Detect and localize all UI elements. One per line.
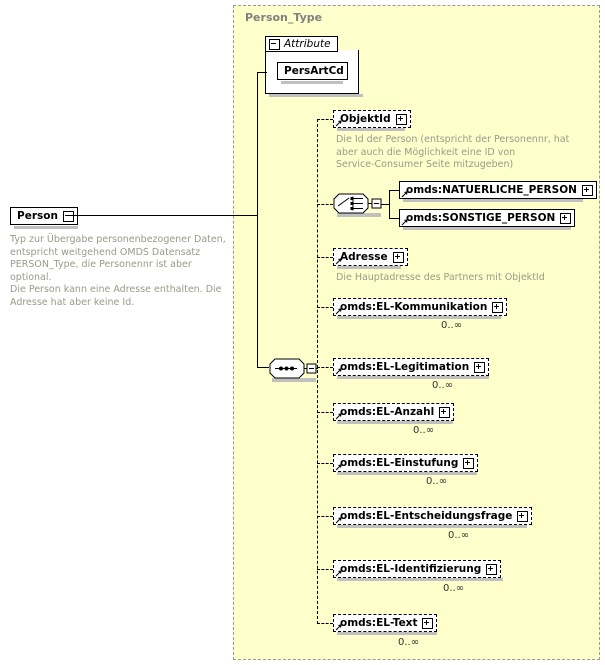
person-annotation: Typ zur Übergabe personenbezogener Daten… — [10, 234, 226, 308]
einstufung-shadow — [337, 472, 477, 475]
attribute-persartcd[interactable]: PersArtCd — [277, 62, 348, 80]
natuerliche-person-shadow — [403, 199, 583, 202]
element-el-einstufung[interactable]: omds:EL-Einstufung — [333, 454, 479, 472]
plus-icon[interactable] — [422, 617, 434, 629]
plus-icon[interactable] — [463, 457, 475, 469]
objektid-shadow — [337, 128, 405, 131]
connector-bus-legitimation — [317, 367, 333, 368]
minus-icon[interactable] — [62, 210, 74, 222]
plus-icon[interactable] — [581, 184, 593, 196]
connector-spine-vertical — [257, 72, 258, 367]
element-adresse[interactable]: Adresse — [333, 248, 408, 266]
connector-bus-einstufung — [317, 463, 333, 464]
element-el-entscheidungsfrage[interactable]: omds:EL-Entscheidungsfrage — [333, 507, 533, 525]
plus-icon[interactable] — [492, 301, 504, 313]
element-el-legitimation[interactable]: omds:EL-Legitimation — [333, 358, 490, 376]
attribute-group-header[interactable]: Attribute — [265, 36, 338, 52]
choice-node-shadow — [337, 213, 381, 217]
element-sonstige-person[interactable]: omds:SONSTIGE_PERSON — [399, 209, 576, 227]
person-type-container — [233, 5, 600, 660]
connector-choice-to-sonstige — [389, 218, 399, 219]
element-person-label: Person — [17, 209, 58, 222]
sonstige-person-shadow — [403, 227, 571, 230]
connector-choice-to-natuerliche — [389, 190, 399, 191]
element-person[interactable]: Person — [10, 207, 78, 225]
entscheidungsfrage-shadow — [337, 525, 527, 528]
legitimation-cardinality: 0..∞ — [432, 380, 454, 391]
entscheidungsfrage-cardinality: 0..∞ — [448, 530, 470, 541]
attribute-persartcd-label: PersArtCd — [284, 64, 344, 77]
element-el-kommunikation-label: omds:EL-Kommunikation — [340, 300, 488, 313]
el-text-shadow — [337, 632, 437, 635]
element-el-anzahl-label: omds:EL-Anzahl — [340, 405, 435, 418]
sequence-node-shadow — [272, 378, 316, 382]
connector-bus-choice — [317, 204, 333, 205]
connector-bus-anzahl — [317, 412, 333, 413]
legitimation-shadow — [337, 376, 489, 379]
attribute-panel-shadow — [269, 94, 363, 97]
connector-spine-to-attribute — [257, 72, 267, 73]
plus-icon[interactable] — [439, 406, 451, 418]
element-el-identifizierung-label: omds:EL-Identifizierung — [340, 562, 482, 575]
attribute-group-label: Attribute — [284, 37, 331, 50]
element-el-text-label: omds:EL-Text — [340, 616, 418, 629]
anzahl-cardinality: 0..∞ — [413, 425, 435, 436]
element-natuerliche-person[interactable]: omds:NATUERLICHE_PERSON — [399, 181, 597, 199]
adresse-annotation: Die Hauptadresse des Partners mit Objekt… — [336, 272, 545, 283]
element-objektid-label: ObjektId — [340, 112, 391, 125]
element-el-identifizierung[interactable]: omds:EL-Identifizierung — [333, 560, 502, 578]
element-el-entscheidungsfrage-label: omds:EL-Entscheidungsfrage — [340, 509, 513, 522]
plus-icon[interactable] — [486, 563, 498, 575]
objektid-annotation: Die Id der Person (entspricht der Person… — [336, 134, 570, 170]
kommunikation-cardinality: 0..∞ — [441, 320, 463, 331]
connector-bus-adresse — [317, 257, 333, 258]
connector-bus-kommunikation — [317, 307, 333, 308]
element-objektid[interactable]: ObjektId — [333, 110, 411, 128]
element-el-einstufung-label: omds:EL-Einstufung — [340, 456, 459, 469]
persartcd-shadow — [281, 81, 343, 84]
connector-bus-entscheidungsfrage — [317, 516, 333, 517]
plus-icon[interactable] — [517, 510, 529, 522]
connector-sequence-bus — [317, 119, 318, 624]
plus-icon[interactable] — [395, 113, 407, 125]
element-sonstige-person-label: omds:SONSTIGE_PERSON — [406, 211, 556, 224]
plus-icon[interactable] — [560, 212, 572, 224]
choice-compositor[interactable] — [333, 193, 383, 219]
anzahl-shadow — [337, 421, 453, 424]
identifizierung-shadow — [337, 578, 503, 581]
element-el-kommunikation[interactable]: omds:EL-Kommunikation — [333, 298, 508, 316]
connector-bus-objektid — [317, 119, 333, 120]
element-el-legitimation-label: omds:EL-Legitimation — [340, 360, 470, 373]
person-box-shadow — [14, 226, 78, 229]
connector-choice-stem — [379, 204, 389, 205]
einstufung-cardinality: 0..∞ — [426, 476, 448, 487]
kommunikation-shadow — [337, 316, 501, 319]
connector-choice-branch-vertical — [389, 190, 390, 218]
connector-person-to-spine — [70, 215, 258, 216]
adresse-shadow — [337, 266, 401, 269]
connector-bus-identifizierung — [317, 569, 333, 570]
el-text-cardinality: 0..∞ — [398, 637, 420, 648]
element-adresse-label: Adresse — [340, 250, 388, 263]
element-el-text[interactable]: omds:EL-Text — [333, 614, 438, 632]
connector-spine-to-sequence — [257, 367, 269, 368]
connector-bus-text — [317, 623, 333, 624]
element-natuerliche-person-label: omds:NATUERLICHE_PERSON — [406, 183, 577, 196]
plus-icon[interactable] — [474, 361, 486, 373]
element-el-anzahl[interactable]: omds:EL-Anzahl — [333, 403, 455, 421]
minus-icon[interactable] — [269, 38, 280, 50]
sequence-compositor[interactable] — [269, 358, 317, 384]
plus-icon[interactable] — [392, 251, 404, 263]
person-type-title: Person_Type — [245, 11, 323, 24]
identifizierung-cardinality: 0..∞ — [443, 583, 465, 594]
